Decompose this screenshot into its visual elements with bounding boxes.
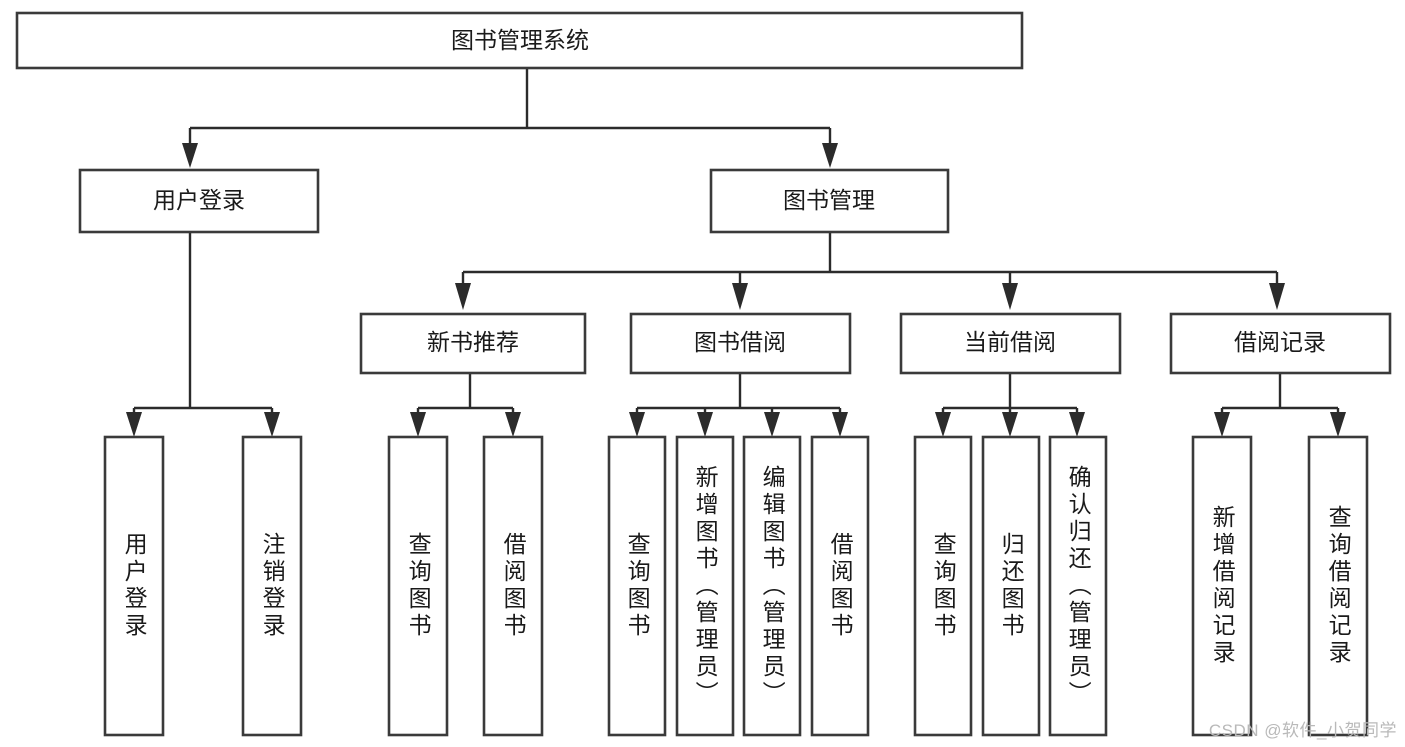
node-book-borrow[interactable]: 图书借阅 — [629, 312, 852, 375]
node-leaf-query-borrow-record-box[interactable] — [1307, 435, 1369, 737]
node-leaf-borrow-book-1[interactable] — [482, 435, 544, 737]
node-leaf-confirm-return-admin-box[interactable] — [1048, 435, 1108, 737]
node-current-borrow-label: 当前借阅 — [964, 329, 1056, 355]
arrow-head-icon — [126, 412, 142, 437]
node-root-box[interactable] — [15, 11, 1024, 70]
arrow-head-icon — [822, 143, 838, 168]
node-book-management-label: 图书管理 — [783, 187, 875, 213]
node-leaf-add-book-admin[interactable] — [675, 435, 735, 737]
arrow-head-icon — [1214, 412, 1230, 437]
node-leaf-query-book-2-box[interactable] — [607, 435, 667, 737]
arrow-head-icon — [732, 283, 748, 310]
arrow-head-icon — [505, 412, 521, 437]
arrow-head-icon — [1330, 412, 1346, 437]
arrow-head-icon — [1002, 412, 1018, 437]
node-leaf-borrow-book-2[interactable] — [810, 435, 870, 737]
node-leaf-return-book[interactable] — [981, 435, 1041, 737]
node-leaf-add-book-admin-box[interactable] — [675, 435, 735, 737]
watermark-text: CSDN @软件_小贺同学 — [1208, 721, 1397, 740]
node-leaf-user-login-box[interactable] — [103, 435, 165, 737]
node-leaf-user-login[interactable] — [103, 435, 165, 737]
node-borrow-record-box[interactable] — [1169, 312, 1392, 375]
node-user-login[interactable]: 用户登录 — [78, 168, 320, 234]
node-leaf-logout[interactable] — [241, 435, 303, 737]
arrow-head-icon — [455, 283, 471, 310]
arrow-head-icon — [629, 412, 645, 437]
arrow-head-icon — [764, 412, 780, 437]
node-leaf-logout-box[interactable] — [241, 435, 303, 737]
node-book-management-box[interactable] — [709, 168, 950, 234]
node-leaf-add-borrow-record-box[interactable] — [1191, 435, 1253, 737]
arrow-head-icon — [1069, 412, 1085, 437]
node-leaf-borrow-book-2-box[interactable] — [810, 435, 870, 737]
node-leaf-confirm-return-admin[interactable] — [1048, 435, 1108, 737]
node-borrow-record[interactable]: 借阅记录 — [1169, 312, 1392, 375]
node-leaf-query-book-3[interactable] — [913, 435, 973, 737]
node-user-login-box[interactable] — [78, 168, 320, 234]
node-root[interactable]: 图书管理系统 — [15, 11, 1024, 70]
node-new-book-recommend-box[interactable] — [359, 312, 587, 375]
node-leaf-query-borrow-record[interactable] — [1307, 435, 1369, 737]
node-leaf-query-book-1-box[interactable] — [387, 435, 449, 737]
node-new-book-recommend-label: 新书推荐 — [427, 329, 519, 355]
arrow-head-icon — [697, 412, 713, 437]
node-leaf-query-book-3-box[interactable] — [913, 435, 973, 737]
node-current-borrow[interactable]: 当前借阅 — [899, 312, 1122, 375]
node-leaf-edit-book-admin[interactable] — [742, 435, 802, 737]
node-book-management[interactable]: 图书管理 — [709, 168, 950, 234]
arrow-head-icon — [935, 412, 951, 437]
node-leaf-query-book-1[interactable] — [387, 435, 449, 737]
node-book-borrow-box[interactable] — [629, 312, 852, 375]
node-new-book-recommend[interactable]: 新书推荐 — [359, 312, 587, 375]
node-leaf-borrow-book-1-box[interactable] — [482, 435, 544, 737]
node-leaf-edit-book-admin-box[interactable] — [742, 435, 802, 737]
node-user-login-label: 用户登录 — [153, 187, 245, 213]
node-leaf-return-book-box[interactable] — [981, 435, 1041, 737]
node-leaf-add-borrow-record[interactable] — [1191, 435, 1253, 737]
node-book-borrow-label: 图书借阅 — [694, 329, 786, 355]
connector-layer — [126, 68, 1346, 437]
node-root-label: 图书管理系统 — [451, 27, 589, 53]
node-leaf-query-book-2[interactable] — [607, 435, 667, 737]
arrow-head-icon — [264, 412, 280, 437]
node-current-borrow-box[interactable] — [899, 312, 1122, 375]
node-borrow-record-label: 借阅记录 — [1234, 329, 1326, 355]
arrow-head-icon — [832, 412, 848, 437]
arrow-head-icon — [1002, 283, 1018, 310]
arrow-head-icon — [410, 412, 426, 437]
arrow-head-icon — [182, 143, 198, 168]
arrow-head-icon — [1269, 283, 1285, 310]
